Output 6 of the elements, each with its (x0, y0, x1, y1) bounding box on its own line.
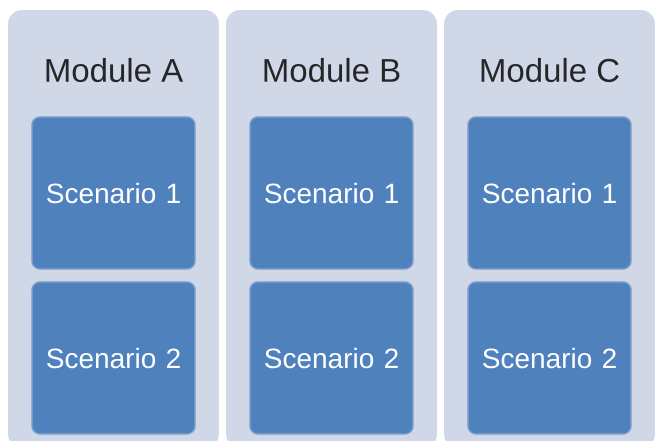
scenario-box: Scenario 1 (249, 116, 414, 270)
scenario-box: Scenario 2 (31, 281, 196, 435)
scenario-box: Scenario 2 (467, 281, 632, 435)
scenario-box: Scenario 1 (31, 116, 196, 270)
scenario-box: Scenario 2 (249, 281, 414, 435)
scenario-box: Scenario 1 (467, 116, 632, 270)
